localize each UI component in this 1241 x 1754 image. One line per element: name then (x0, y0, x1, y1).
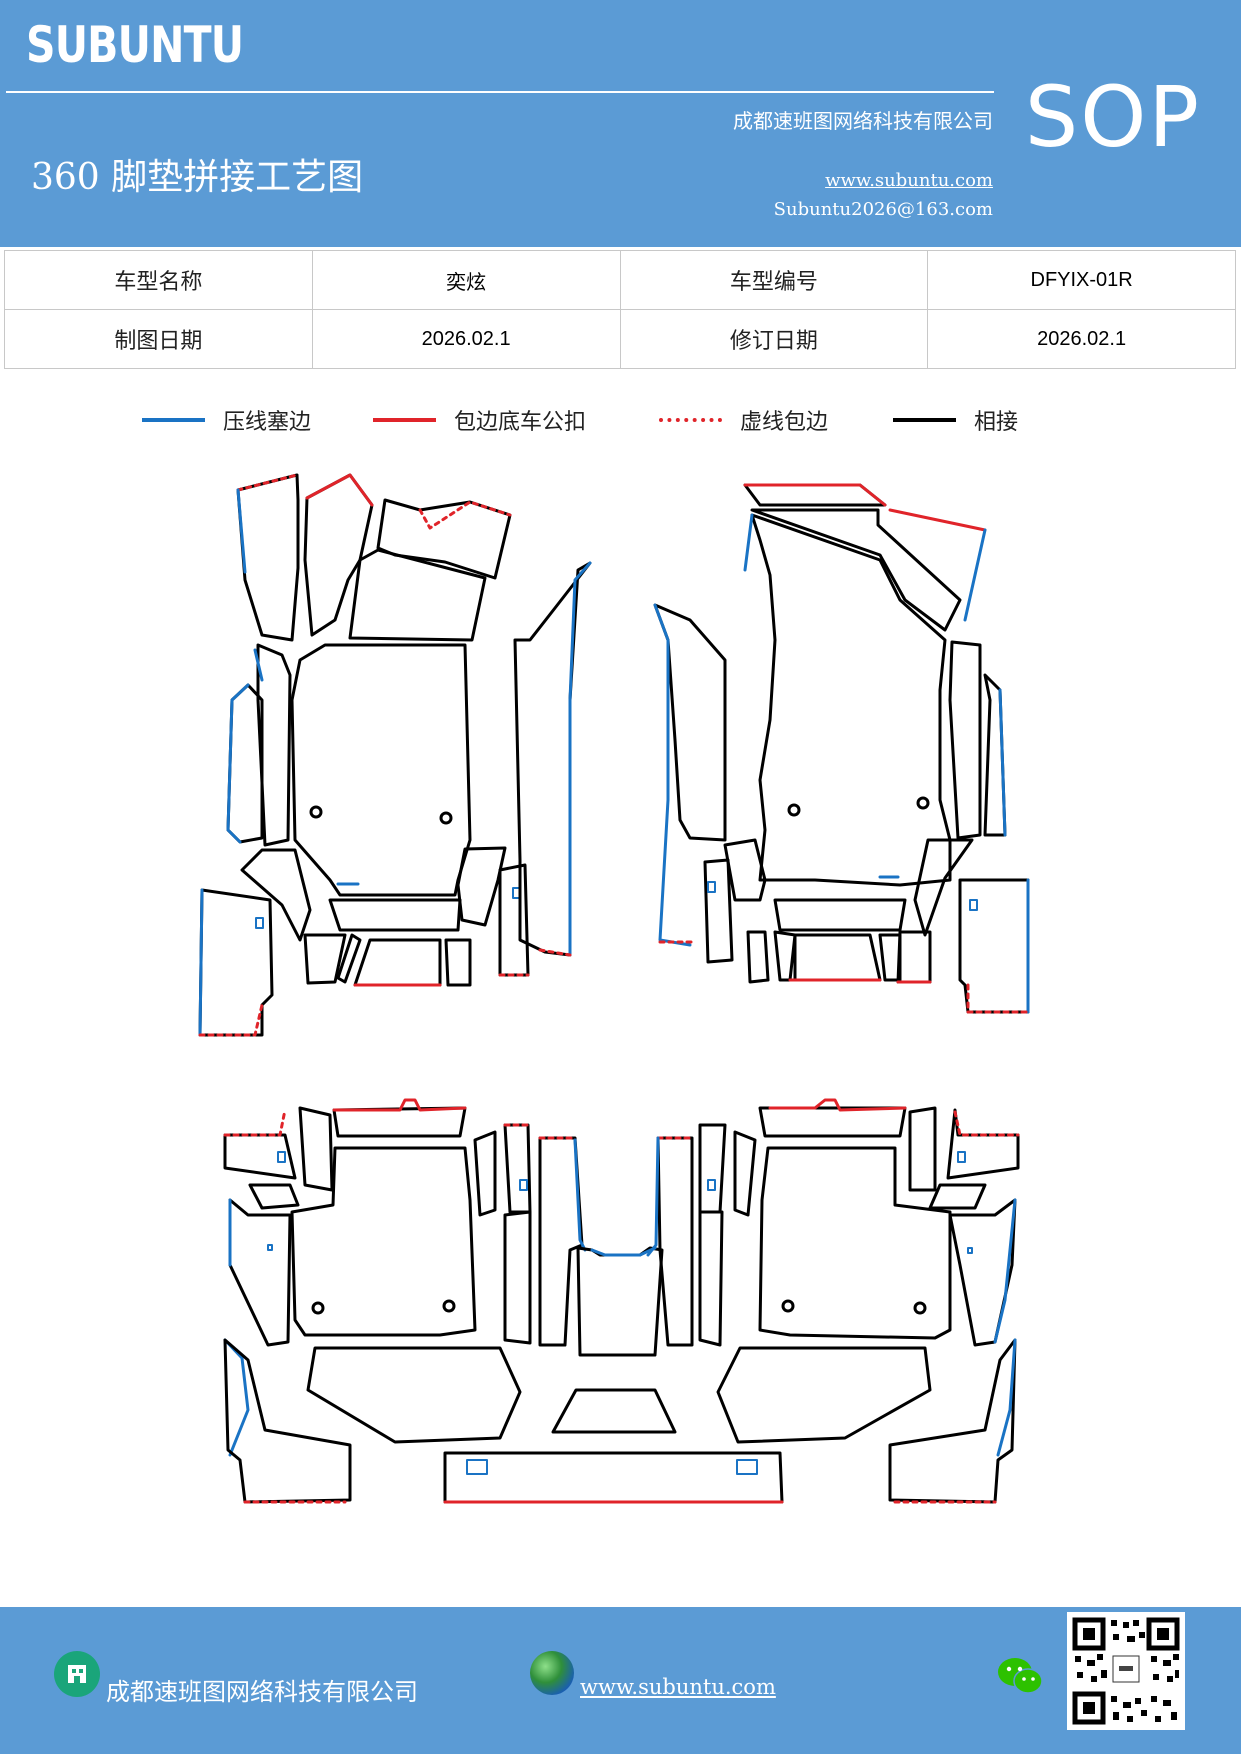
wechat-icon[interactable] (996, 1655, 1044, 1697)
footer-website-link[interactable]: www.subuntu.com (580, 1675, 776, 1699)
table-row: 车型名称 奕炫 车型编号 DFYIX-01R (4, 250, 1236, 310)
header-divider (6, 91, 994, 93)
legend-item-wrap-clip: 包边底车公扣 (373, 400, 586, 440)
legend-label: 相接 (974, 410, 1019, 435)
value-model-name: 奕炫 (311, 250, 621, 310)
legend-swatch (659, 418, 722, 422)
qr-code (1067, 1612, 1185, 1730)
front-left-mat (198, 473, 592, 1037)
front-right-mat (653, 483, 1030, 1014)
label-revise-date: 修订日期 (619, 309, 929, 369)
legend-label: 包边底车公扣 (454, 410, 587, 435)
website-link[interactable]: www.subuntu.com (825, 170, 993, 191)
value-draw-date: 2026.02.1 (311, 309, 621, 369)
legend-label: 压线塞边 (223, 410, 312, 435)
sop-badge: SOP (1024, 68, 1201, 166)
legend-item-join: 相接 (893, 400, 1018, 440)
floor-mat-diagram (198, 473, 1030, 1504)
email-address: Subuntu2026@163.com (773, 199, 993, 220)
footer-company-name: 成都速班图网络科技有限公司 (106, 1678, 418, 1706)
label-model-code: 车型编号 (619, 250, 929, 310)
value-model-code: DFYIX-01R (927, 250, 1236, 310)
building-icon (54, 1651, 100, 1697)
rear-mat[interactable] (223, 1098, 1020, 1504)
legend-item-dotted-wrap: 虚线包边 (659, 400, 828, 440)
legend-swatch (142, 418, 205, 422)
header-banner: SUBUNTU SOP 成都速班图网络科技有限公司 360 脚垫拼接工艺图 ww… (0, 0, 1241, 247)
legend-label: 虚线包边 (740, 410, 829, 435)
label-model-name: 车型名称 (4, 250, 313, 310)
legend-swatch (373, 418, 436, 422)
footer-banner: 成都速班图网络科技有限公司 www.subuntu.com (0, 1607, 1241, 1754)
legend: 压线塞边 包边底车公扣 虚线包边 相接 (0, 400, 1241, 440)
legend-swatch (893, 418, 956, 422)
value-revise-date: 2026.02.1 (927, 309, 1236, 369)
page-title: 360 脚垫拼接工艺图 (31, 157, 364, 198)
globe-icon (530, 1651, 574, 1695)
legend-item-press-line: 压线塞边 (142, 400, 311, 440)
company-name: 成都速班图网络科技有限公司 (733, 109, 993, 133)
table-row: 制图日期 2026.02.1 修订日期 2026.02.1 (4, 309, 1236, 369)
vehicle-info-table: 车型名称 奕炫 车型编号 DFYIX-01R 制图日期 2026.02.1 修订… (4, 250, 1236, 369)
label-draw-date: 制图日期 (4, 309, 313, 369)
brand-logo: SUBUNTU (26, 16, 244, 74)
